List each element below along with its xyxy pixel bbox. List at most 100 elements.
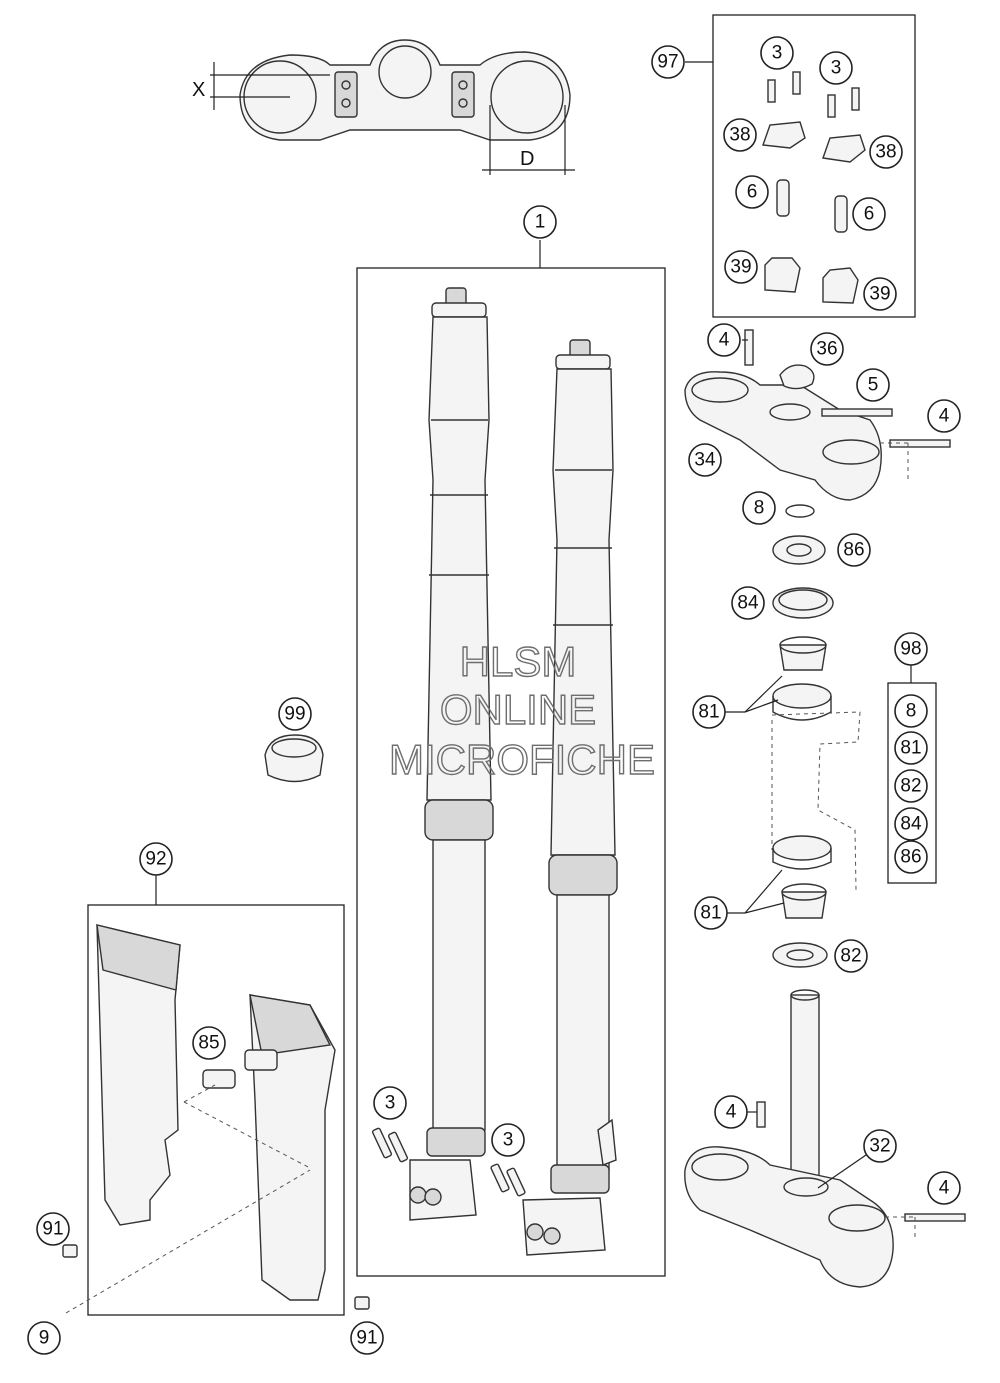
callout-3d-label: 3 [503,1130,514,1151]
upper-triple-clamp-dimension-view [210,39,575,175]
leader-lines [725,339,867,1189]
callout-91b-label: 91 [356,1328,377,1349]
upper-triple-clamp [684,329,951,501]
callout-39b-label: 39 [869,284,890,305]
fork-assembly-frame [356,267,666,1277]
callout-38b-label: 38 [875,142,896,163]
callout-91a-label: 91 [42,1219,63,1240]
callout-5: 5 [856,368,890,402]
fork-guards [62,924,370,1314]
callout-32-label: 32 [869,1136,890,1157]
watermark-line-2: ONLINE [440,686,596,733]
callout-97: 97 [651,45,685,79]
kit-98-item-label: 81 [900,738,921,759]
callout-1: 1 [523,205,557,239]
callout-36-label: 36 [816,339,837,360]
kit-98-item: 86 [894,840,928,874]
clamp-bolts [371,1127,526,1197]
callout-4c: 4 [714,1095,748,1129]
callout-6b: 6 [852,197,886,231]
kit-98-item-label: 86 [900,847,921,868]
callout-85-label: 85 [198,1033,219,1054]
callout-4b-label: 4 [939,406,950,427]
callout-81a: 81 [692,695,726,729]
fork-leg-right [522,339,618,1256]
callout-34: 34 [688,443,722,477]
callout-6a: 6 [735,175,769,209]
callout-99: 99 [278,697,312,731]
fork-leg-left [409,287,494,1221]
callout-5-label: 5 [868,375,879,396]
callout-91a: 91 [36,1212,70,1246]
callout-91b: 91 [350,1321,384,1355]
callout-4a-label: 4 [719,330,730,351]
callout-82: 82 [834,939,868,973]
callout-9: 9 [27,1321,61,1355]
callout-99-label: 99 [284,704,305,725]
callout-39a: 39 [724,250,758,284]
callout-81a-label: 81 [698,702,719,723]
callout-98-label: 98 [900,639,921,660]
kit-98-item: 8 [894,694,928,728]
dimension-d-label: D [520,148,534,170]
lower-triple-clamp [684,989,966,1288]
callout-6b-label: 6 [864,204,875,225]
kit-97-frame [712,14,916,318]
callout-32: 32 [863,1129,897,1163]
watermark-line-1: HLSM [460,638,577,685]
callout-3c: 3 [373,1086,407,1120]
dimension-x-label: X [192,79,205,101]
callout-38a-label: 38 [729,125,750,146]
callout-81b-label: 81 [700,903,721,924]
callout-4c-label: 4 [726,1102,737,1123]
fork-guard-frame [87,904,345,1316]
kit-98-item-label: 8 [906,701,917,722]
kit-98-item-label: 84 [900,814,922,835]
callout-82-label: 82 [840,946,861,967]
callout-6a-label: 6 [747,182,758,203]
kit-98-item: 84 [894,807,928,841]
callout-3a-label: 3 [772,43,783,64]
callout-8-label: 8 [754,498,765,519]
callout-86: 86 [837,533,871,567]
callout-39a-label: 39 [730,257,751,278]
callout-8: 8 [742,491,776,525]
callout-4b: 4 [927,399,961,433]
callout-98: 98 [894,632,928,666]
callout-4d: 4 [927,1171,961,1205]
callout-3c-label: 3 [385,1093,396,1114]
callout-3d: 3 [491,1123,525,1157]
kit-98-item: 82 [894,769,928,803]
callout-1-label: 1 [535,212,546,233]
callout-92: 92 [139,842,173,876]
callout-38b: 38 [869,135,903,169]
watermark: HLSM ONLINE MICROFICHE [388,637,655,783]
callout-3b: 3 [819,51,853,85]
callout-84-label: 84 [737,593,759,614]
callout-92-label: 92 [145,849,166,870]
callout-4d-label: 4 [939,1178,950,1199]
kit-98-item-label: 82 [900,776,921,797]
kit-98-item: 81 [894,731,928,765]
callout-97-label: 97 [657,52,678,73]
callout-84: 84 [731,586,765,620]
callout-3a: 3 [760,36,794,70]
dimension-labels: X D [192,79,534,170]
callout-9-label: 9 [39,1328,50,1349]
callout-85: 85 [192,1026,226,1060]
part-99-ring [264,734,324,783]
callout-86-label: 86 [843,540,864,561]
watermark-line-3: MICROFICHE [389,736,655,783]
callout-36: 36 [810,332,844,366]
callouts: 1 97 3 3 38 38 6 6 39 39 4 36 5 4 34 8 8… [27,36,961,1355]
callout-39b: 39 [863,277,897,311]
callout-34-label: 34 [694,450,716,471]
callout-3b-label: 3 [831,58,842,79]
kit-98-list: 8 81 82 84 86 [894,694,928,874]
callout-81b: 81 [694,896,728,930]
steering-bearings [771,504,861,968]
callout-4a: 4 [707,323,741,357]
kit-98-frame [887,682,937,884]
